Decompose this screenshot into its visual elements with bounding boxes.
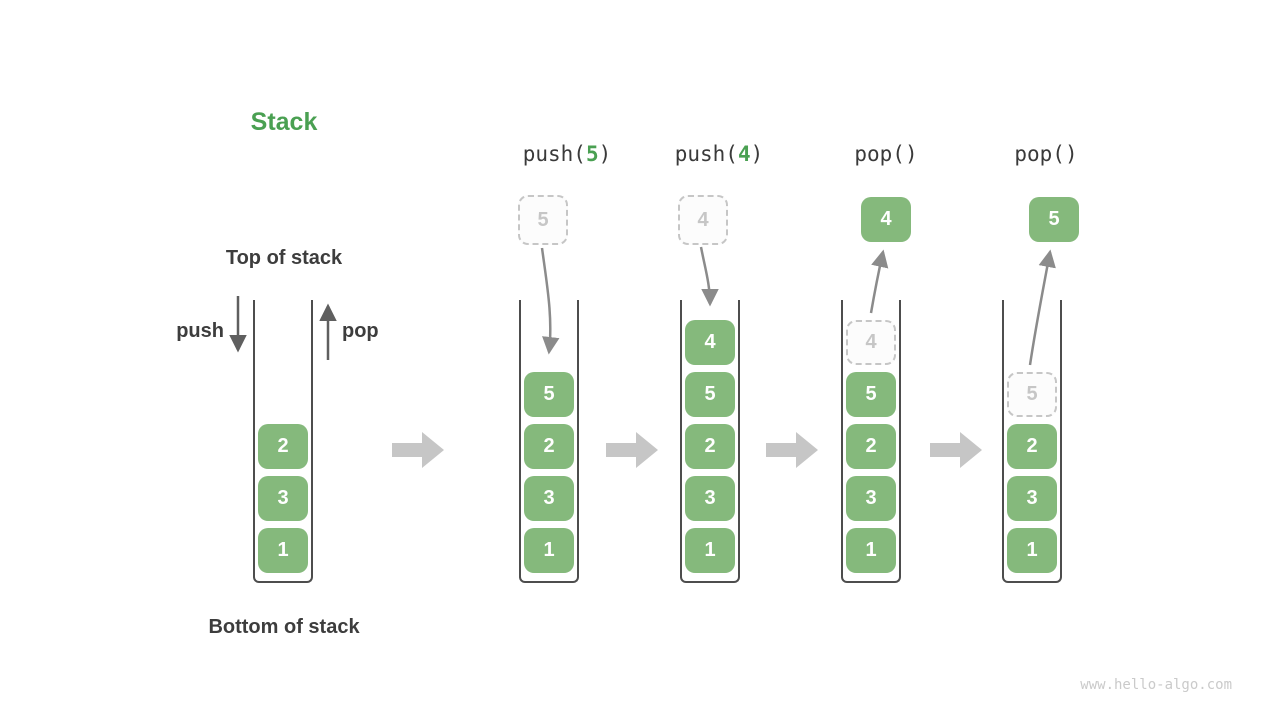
stack-item: 1 — [1007, 528, 1057, 573]
stack-item: 1 — [524, 528, 574, 573]
op-suffix: ) — [750, 142, 764, 166]
stack-item: 5 — [846, 372, 896, 417]
op-suffix: ) — [1064, 142, 1078, 166]
operation-label-pop-1: pop() — [806, 142, 966, 166]
push-4-flow-arrow-icon — [699, 246, 719, 307]
stack-item: 1 — [258, 528, 308, 573]
bottom-of-stack-label: Bottom of stack — [208, 616, 360, 638]
watermark: www.hello-algo.com — [1080, 677, 1232, 693]
operation-label-push-5: push(5) — [487, 142, 647, 166]
stack-item: 5 — [524, 372, 574, 417]
stack-item: 1 — [685, 528, 735, 573]
stack-item: 2 — [258, 424, 308, 469]
op-prefix: push( — [674, 142, 738, 166]
step-arrow-icon — [766, 432, 818, 468]
stack-item: 2 — [685, 424, 735, 469]
stack-item: 3 — [524, 476, 574, 521]
push-label: push — [176, 320, 224, 342]
top-of-stack-label: Top of stack — [225, 247, 343, 269]
op-prefix: push( — [522, 142, 586, 166]
floating-pushed-value-box: 5 — [518, 195, 568, 245]
stack-item: 5 — [685, 372, 735, 417]
stack-item: 3 — [258, 476, 308, 521]
stack-item-removed: 4 — [846, 320, 896, 365]
stack-item: 2 — [846, 424, 896, 469]
stack-item: 4 — [685, 320, 735, 365]
op-arg: 4 — [737, 142, 751, 166]
floating-popped-value-box: 5 — [1029, 197, 1079, 242]
stack-item: 2 — [524, 424, 574, 469]
stack-item: 3 — [846, 476, 896, 521]
op-suffix: ) — [904, 142, 918, 166]
step-arrow-icon — [930, 432, 982, 468]
op-prefix: pop( — [1014, 142, 1065, 166]
operation-label-push-4: push(4) — [639, 142, 799, 166]
step-arrow-icon — [392, 432, 444, 468]
stack-item: 3 — [1007, 476, 1057, 521]
op-suffix: ) — [598, 142, 612, 166]
diagram-title: Stack — [250, 108, 318, 136]
pop-label: pop — [342, 320, 379, 342]
op-prefix: pop( — [854, 142, 905, 166]
floating-pushed-value-box: 4 — [678, 195, 728, 245]
stack-item: 1 — [846, 528, 896, 573]
operation-label-pop-2: pop() — [966, 142, 1126, 166]
step-arrow-icon — [606, 432, 658, 468]
stack-item-removed: 5 — [1007, 372, 1057, 417]
stack-item: 3 — [685, 476, 735, 521]
stack-item: 2 — [1007, 424, 1057, 469]
floating-popped-value-box: 4 — [861, 197, 911, 242]
op-arg: 5 — [585, 142, 599, 166]
